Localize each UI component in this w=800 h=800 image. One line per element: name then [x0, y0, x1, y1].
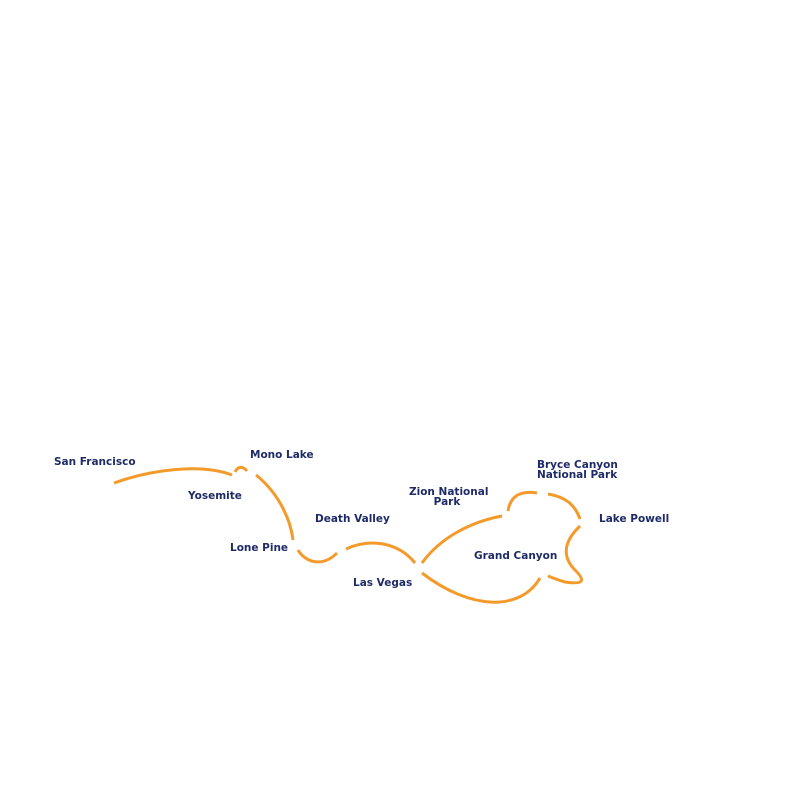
- label-zion-line2: Park: [433, 496, 461, 508]
- label-zion: Zion National Park: [409, 486, 489, 508]
- route-segment-lasvegas-zion: [420, 514, 503, 564]
- label-zion-line1: Zion National: [409, 486, 489, 498]
- route-segment-sf-yosemite: [113, 467, 233, 485]
- label-bryce-line1: Bryce Canyon: [537, 459, 618, 471]
- label-san-francisco: San Francisco: [54, 456, 136, 468]
- route-segment-grandcanyon-lasvegas: [421, 571, 542, 604]
- label-bryce-line2: National Park: [537, 469, 618, 481]
- route-segment-lonepine-deathvalley: [296, 549, 339, 564]
- label-bryce: Bryce Canyon National Park: [537, 459, 618, 481]
- label-grand-canyon: Grand Canyon: [474, 550, 558, 562]
- route-segment-yosemite-mono: [233, 465, 249, 473]
- label-lone-pine: Lone Pine: [230, 542, 289, 554]
- label-yosemite: Yosemite: [188, 490, 242, 502]
- label-lake-powell: Lake Powell: [599, 513, 670, 525]
- label-las-vegas: Las Vegas: [353, 577, 413, 589]
- route-segment-bryce-lakepowell: [547, 492, 582, 520]
- label-death-valley: Death Valley: [315, 513, 390, 525]
- route-segment-lakepowell-grandcanyon: [547, 524, 583, 585]
- route-segment-zion-bryce: [506, 490, 538, 512]
- label-mono-lake: Mono Lake: [250, 449, 314, 461]
- route-segment-mono-lonepine: [255, 473, 295, 541]
- route-segment-deathvalley-lasvegas: [345, 541, 417, 564]
